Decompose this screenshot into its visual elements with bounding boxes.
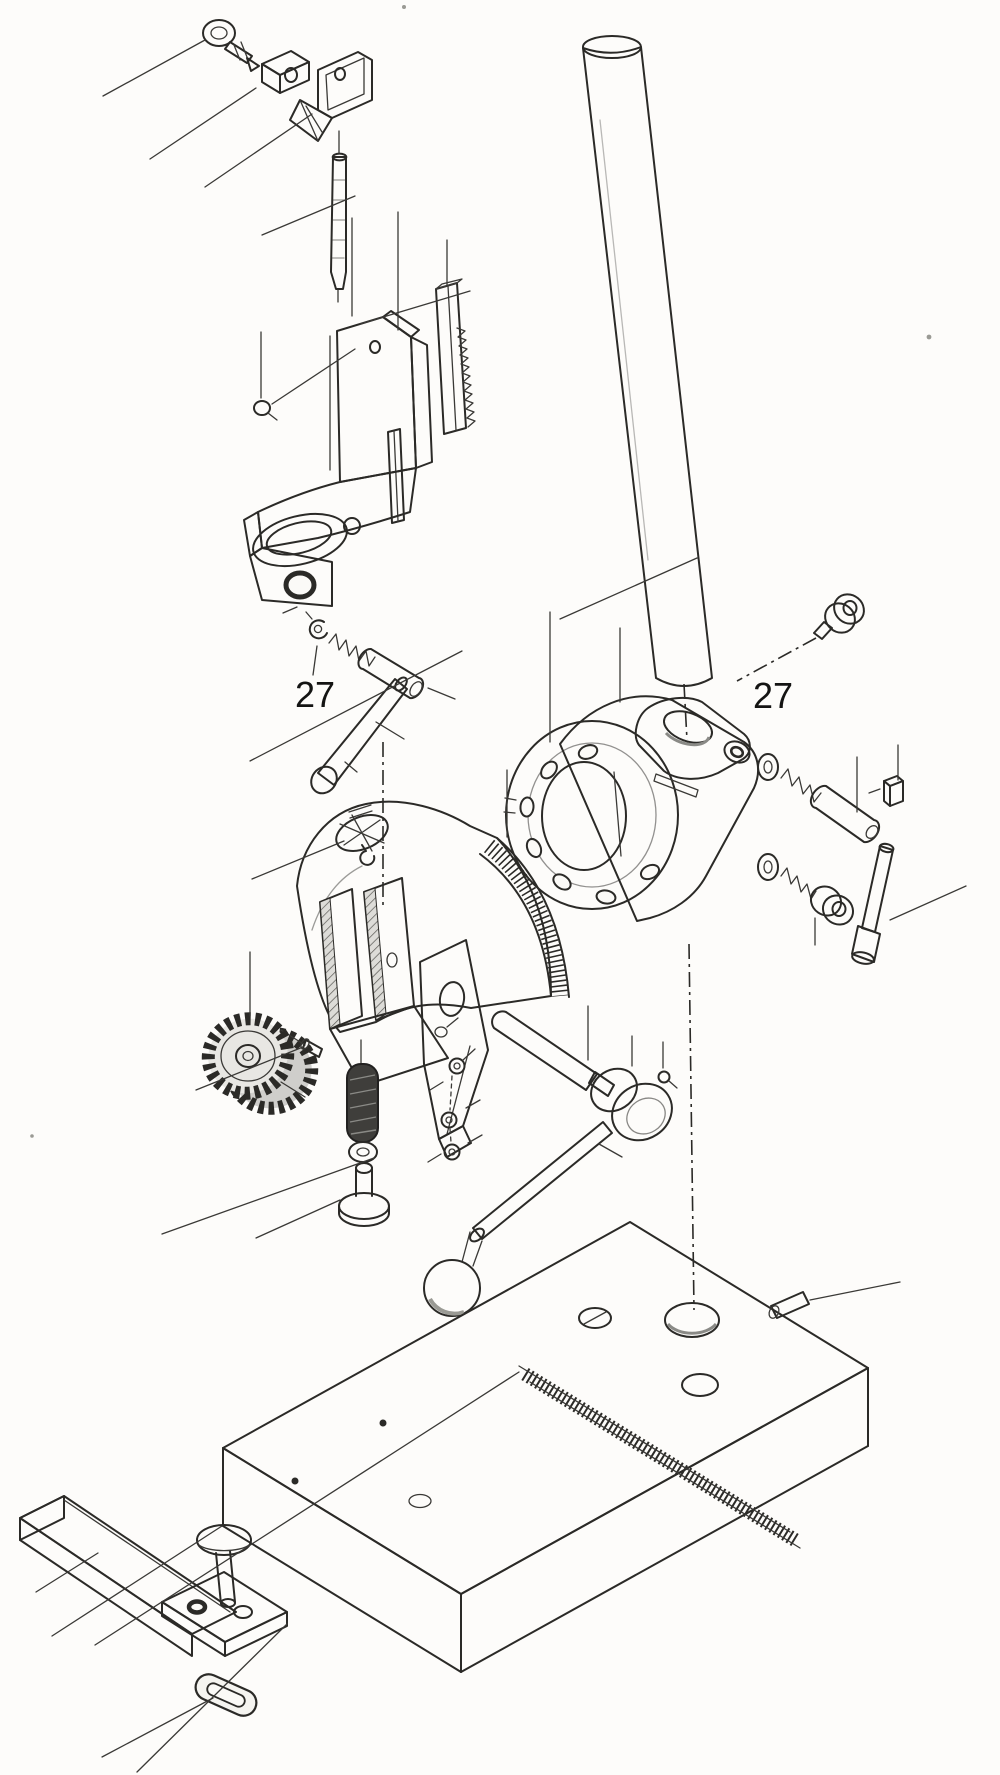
socket-screw-top-right: [813, 593, 865, 640]
angle-bracket: [289, 51, 373, 142]
square-nut: [868, 775, 904, 807]
gear-rack: [435, 278, 476, 435]
base-left-face: [222, 1447, 462, 1673]
gib-strip: [387, 428, 405, 524]
dowel-pin: [768, 1291, 810, 1319]
thumb-screw: [202, 19, 260, 72]
washer-lower: [757, 853, 779, 881]
knob-set-screw: [657, 1070, 671, 1084]
socket-bolt: [780, 867, 855, 926]
collar-boss: [252, 512, 348, 568]
slot-screw-hole: [578, 1307, 612, 1329]
clamp-plate: [161, 1571, 288, 1657]
eyelet-screws: [427, 1017, 483, 1163]
bracket-hole: [334, 67, 346, 81]
arm-slot: [438, 981, 466, 1017]
handle-bar: [851, 842, 895, 965]
block-hole: [284, 67, 298, 83]
link-slot: [206, 1682, 246, 1708]
column-holder-casting: [503, 695, 760, 922]
slotted-link: [194, 1673, 258, 1717]
column-axis-centerline: [683, 683, 695, 1311]
fence-bar: [19, 1495, 237, 1657]
socket-recess: [842, 600, 858, 616]
leader-lines: [35, 39, 967, 1773]
clamp-sleeve: [357, 647, 425, 700]
flange-ring: [505, 720, 679, 910]
casting-top-face: [634, 696, 751, 780]
vise-hole: [386, 952, 398, 968]
front-hole: [283, 570, 317, 600]
base-plate: [222, 1221, 869, 1673]
eye-tab: [343, 517, 361, 535]
ball-grip: [423, 1259, 481, 1317]
column-bracket-plate: [329, 310, 433, 483]
side-boss: [723, 740, 751, 764]
t-slot-rail: [518, 1365, 801, 1549]
socket-recess: [831, 901, 847, 917]
boss-hole: [729, 745, 745, 759]
compression-spring: [346, 1039, 379, 1143]
pinion-gear: [201, 1012, 319, 1115]
casting-body: [559, 695, 760, 922]
centerlines: [382, 637, 817, 1311]
base-front-face: [460, 1367, 869, 1673]
column-top-face: [582, 35, 642, 59]
scan-specks: [30, 5, 932, 1138]
flange-opening: [541, 761, 627, 871]
plate-hole: [369, 340, 381, 354]
stud-and-sleeve: [780, 768, 881, 844]
spring-washer: [305, 611, 328, 640]
threaded-stud: [328, 633, 376, 667]
gear-pin: [300, 1038, 323, 1058]
flange-bolt: [338, 1162, 390, 1227]
guide-pin: [330, 130, 348, 303]
feed-shaft: [491, 1010, 615, 1097]
lock-screw: [253, 400, 278, 421]
support-column: [582, 35, 713, 687]
angle-scale: [479, 837, 570, 998]
gear-hub-hole: [235, 1044, 261, 1068]
clamp-handle-rod: [310, 676, 408, 795]
crank-handle: [423, 1121, 613, 1317]
flange-bolt-holes: [519, 744, 661, 905]
plate-hole-left: [186, 1599, 208, 1615]
rack-teeth: [456, 327, 476, 428]
base-holes: [291, 1302, 720, 1509]
collar-hole: [265, 520, 333, 556]
clamp-thumb-screw: [196, 1524, 252, 1608]
screw-axis-centerline: [736, 637, 817, 682]
clamp-block: [261, 50, 310, 94]
rod-end-cap: [310, 765, 338, 795]
feed-knob: [590, 1067, 678, 1142]
callout-left-label: 27: [295, 674, 335, 715]
cam-lever: [335, 814, 389, 866]
clamp-collar-foot: [243, 467, 417, 607]
base-top-face: [222, 1221, 869, 1595]
column-bore: [663, 710, 713, 744]
washer-upper: [757, 753, 779, 781]
key-slot: [653, 773, 699, 798]
callout-right-label: 27: [753, 675, 793, 716]
column-mount-hole: [664, 1302, 720, 1338]
vise-bracket: [319, 877, 489, 1158]
plate-hole-right: [233, 1605, 253, 1619]
